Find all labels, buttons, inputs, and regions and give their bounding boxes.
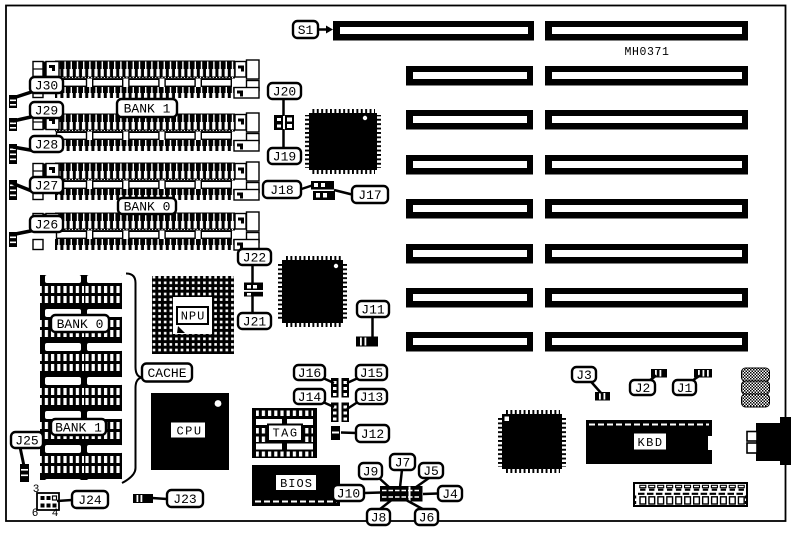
svg-text:J5: J5 (423, 464, 439, 479)
svg-text:J17: J17 (358, 188, 381, 203)
svg-text:NPU: NPU (181, 310, 206, 324)
svg-text:4: 4 (52, 508, 59, 520)
svg-text:J20: J20 (273, 84, 296, 99)
svg-text:BANK 1: BANK 1 (55, 420, 102, 435)
svg-text:S1: S1 (298, 23, 314, 38)
svg-text:KBD: KBD (637, 436, 663, 450)
svg-text:CPU: CPU (176, 425, 202, 439)
svg-text:3: 3 (33, 484, 40, 496)
svg-text:J25: J25 (15, 433, 38, 448)
svg-text:J10: J10 (337, 486, 360, 501)
svg-text:J21: J21 (243, 314, 267, 329)
svg-text:J11: J11 (361, 302, 385, 317)
svg-text:J7: J7 (395, 455, 411, 470)
svg-text:J3: J3 (576, 368, 592, 383)
svg-text:TAG: TAG (272, 427, 298, 441)
svg-text:J28: J28 (35, 137, 58, 152)
svg-text:J12: J12 (361, 427, 384, 442)
svg-text:J29: J29 (35, 103, 58, 118)
svg-text:J13: J13 (360, 390, 383, 405)
svg-text:J30: J30 (35, 78, 58, 93)
svg-text:J8: J8 (371, 510, 387, 525)
svg-text:J18: J18 (270, 183, 293, 198)
svg-text:CACHE: CACHE (147, 366, 186, 381)
svg-text:J9: J9 (363, 464, 379, 479)
svg-text:J15: J15 (360, 366, 383, 381)
svg-text:J24: J24 (78, 493, 102, 508)
svg-text:J2: J2 (635, 381, 651, 396)
svg-text:J16: J16 (298, 366, 321, 381)
svg-text:BIOS: BIOS (280, 477, 313, 491)
svg-text:J1: J1 (677, 381, 693, 396)
svg-text:J27: J27 (35, 178, 58, 193)
svg-text:BANK 0: BANK 0 (57, 317, 104, 332)
svg-text:BANK 1: BANK 1 (124, 101, 171, 116)
svg-text:J26: J26 (35, 217, 58, 232)
svg-text:J23: J23 (173, 492, 196, 507)
svg-text:J19: J19 (273, 149, 296, 164)
svg-text:6: 6 (32, 508, 39, 520)
svg-text:BANK 0: BANK 0 (124, 199, 171, 214)
svg-text:MH0371: MH0371 (624, 46, 669, 59)
svg-text:J14: J14 (298, 390, 322, 405)
svg-text:J22: J22 (243, 250, 266, 265)
svg-text:J4: J4 (442, 487, 458, 502)
svg-text:J6: J6 (419, 510, 435, 525)
